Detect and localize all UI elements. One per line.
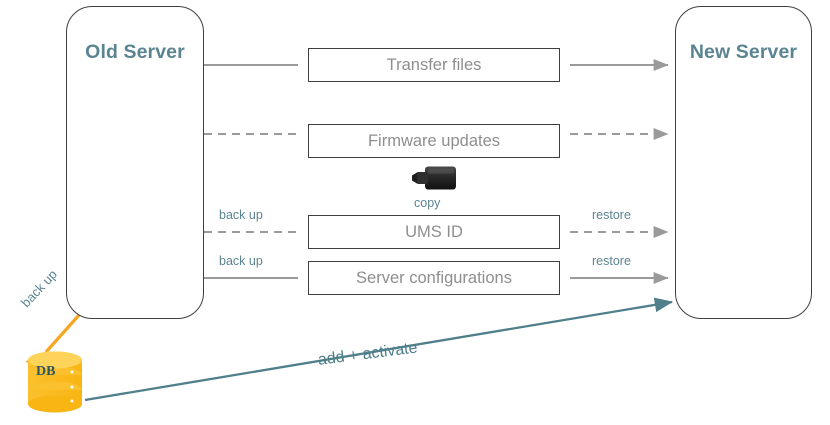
flow-box-server-configurations[interactable]: Server configurations [308, 261, 560, 295]
flow-box-firmware-updates[interactable]: Firmware updates [308, 124, 560, 158]
label-backup-server-configurations: back up [219, 254, 263, 268]
flow-box-transfer-files[interactable]: Transfer files [308, 48, 560, 82]
label-restore-ums-id: restore [592, 208, 631, 222]
usb-stick-icon [412, 166, 456, 190]
new-server-title: New Server [689, 41, 798, 63]
old-server-title: Old Server [85, 41, 185, 63]
old-server-container[interactable]: Old Server [66, 6, 204, 319]
label-copy: copy [414, 196, 441, 210]
label-db: DB [36, 364, 56, 379]
new-server-container[interactable]: New Server [675, 6, 812, 319]
add-activate-arrow [84, 297, 674, 402]
flow-box-ums-id[interactable]: UMS ID [308, 215, 560, 249]
label-restore-server-configurations: restore [592, 254, 631, 268]
label-backup-ums-id: back up [219, 208, 263, 222]
database-cylinder-icon [28, 351, 82, 413]
